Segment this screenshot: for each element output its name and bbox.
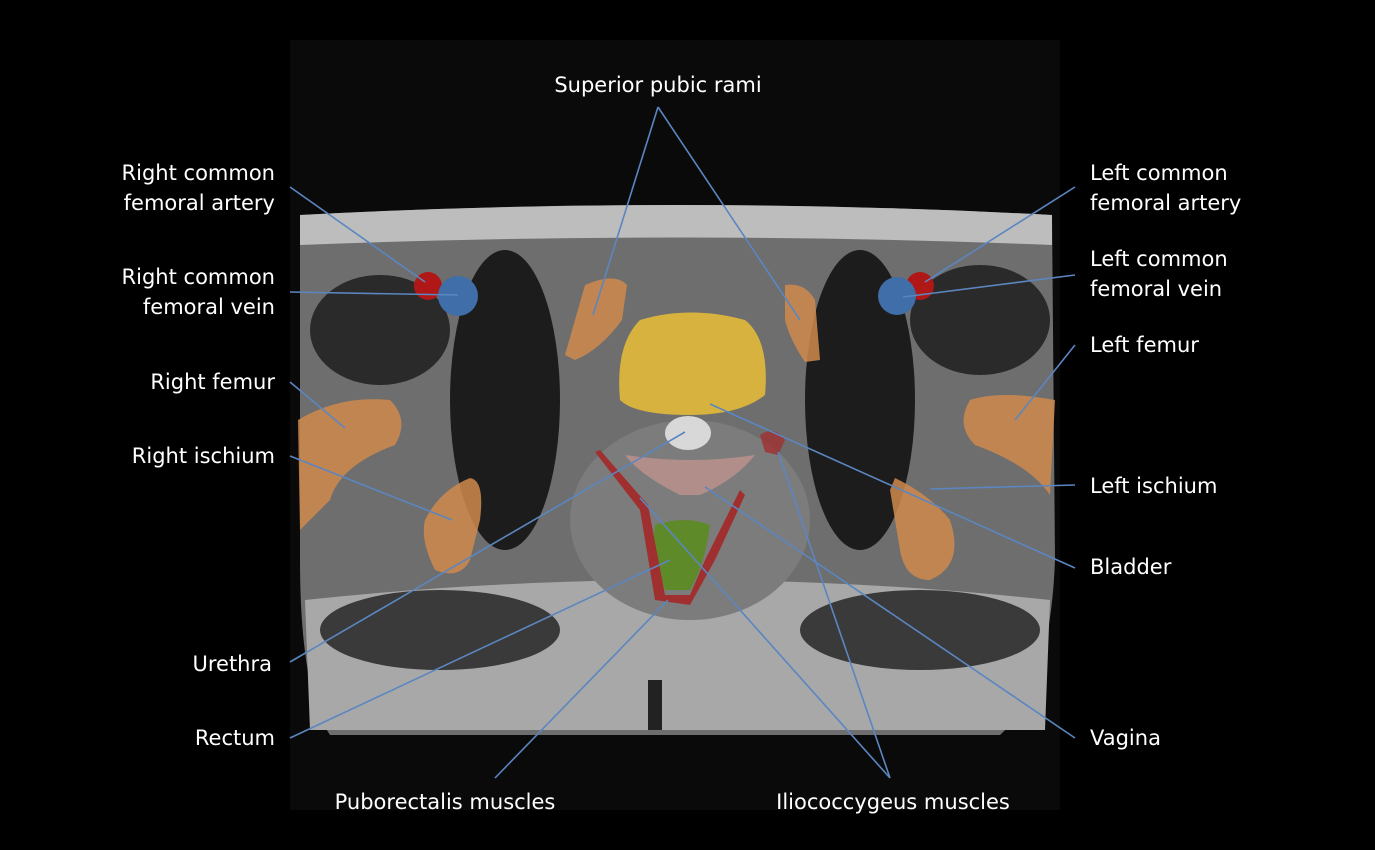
label-left-femur: Left femur [1090, 333, 1199, 357]
label-bladder: Bladder [1090, 555, 1172, 579]
label-urethra: Urethra [192, 652, 272, 676]
right-ischium-shape [423, 478, 482, 574]
leader-lines [289, 106, 1076, 779]
label-line: Right common [121, 265, 275, 289]
left-pubic-ramus [785, 284, 820, 362]
pelvic-floor [570, 420, 810, 620]
label-right-femur: Right femur [150, 370, 275, 394]
left-ischium-shape [890, 478, 955, 580]
label-line: femoral artery [123, 191, 275, 215]
right-artery-shape [414, 272, 442, 300]
left-obturator-region [805, 250, 915, 550]
label-puborectalis: Puborectalis muscles [334, 790, 556, 814]
left-gluteus [800, 590, 1040, 670]
label-right-cfv: Right common femoral vein [122, 262, 275, 322]
label-iliococcygeus: Iliococcygeus muscles [776, 790, 1010, 814]
label-line: femoral vein [142, 295, 275, 319]
right-gluteus [320, 590, 560, 670]
label-left-ischium: Left ischium [1090, 474, 1218, 498]
left-vein-shape [878, 277, 916, 315]
right-pubic-ramus [565, 278, 627, 360]
left-thigh-muscle [910, 265, 1050, 375]
label-vagina: Vagina [1090, 726, 1161, 750]
label-line: Left common [1090, 161, 1228, 185]
right-femur-shape [298, 399, 402, 530]
label-left-cfa: Left common femoral artery [1090, 158, 1241, 218]
rectum-shape [653, 520, 710, 590]
vagina-shape [625, 455, 755, 495]
bladder-shape [619, 312, 766, 415]
right-obturator-region [450, 250, 560, 550]
label-line: Right common [121, 161, 275, 185]
right-thigh-muscle [310, 275, 450, 385]
left-femur-shape [963, 395, 1055, 495]
label-rectum: Rectum [194, 726, 275, 750]
urethra-shape [665, 416, 711, 450]
natal-cleft [648, 680, 662, 730]
label-line: Left common [1090, 247, 1228, 271]
label-right-ischium: Right ischium [131, 444, 275, 468]
label-line: femoral vein [1090, 277, 1223, 301]
label-right-cfa: Right common femoral artery [122, 158, 275, 218]
iliococcygeus-shape [760, 431, 785, 455]
label-left-cfv: Left common femoral vein [1090, 244, 1228, 304]
subcutaneous-fat [300, 205, 1052, 245]
right-vein-shape [438, 276, 478, 316]
label-superior-pubic-rami: Superior pubic rami [554, 73, 762, 97]
puborectalis-shape [595, 450, 745, 605]
label-line: femoral artery [1090, 191, 1242, 215]
